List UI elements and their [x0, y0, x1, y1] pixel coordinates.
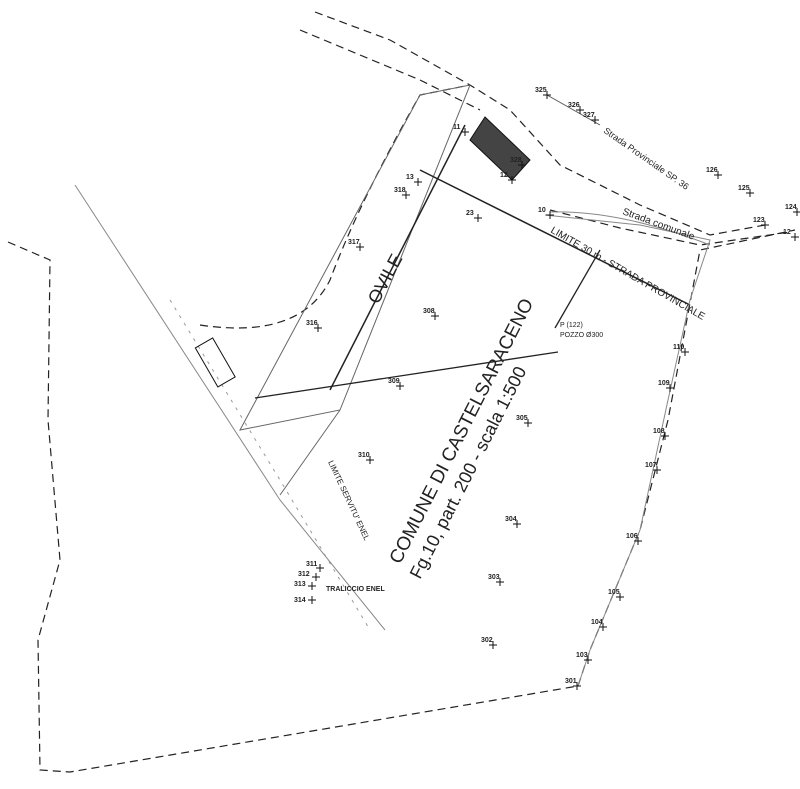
- survey-point-marker: [489, 641, 497, 649]
- traliccio-label: TRALICCIO ENEL: [326, 586, 385, 593]
- survey-point-marker: [546, 211, 554, 219]
- survey-point-marker: [356, 243, 364, 251]
- survey-point-marker: [746, 189, 754, 197]
- survey-point-marker: [431, 312, 439, 320]
- comune-label: COMUNE DI CASTELSARACENO: [386, 295, 538, 567]
- survey-point-marker: [791, 233, 799, 241]
- survey-point-label: 304: [505, 516, 517, 523]
- traliccio-structure: [194, 337, 236, 388]
- survey-point-label: 312: [298, 571, 310, 578]
- curved-boundary: [199, 84, 471, 329]
- survey-point-marker: [653, 466, 661, 474]
- survey-point-marker: [366, 456, 374, 464]
- survey-point-marker: [474, 214, 482, 222]
- survey-point-marker: [312, 573, 320, 581]
- survey-point-label: 103: [576, 652, 588, 659]
- survey-point-marker: [573, 682, 581, 690]
- survey-point-label: 305: [516, 415, 528, 422]
- survey-point-marker: [496, 578, 504, 586]
- survey-point-marker: [584, 656, 592, 664]
- survey-point-label: 317: [348, 239, 360, 246]
- survey-point-label: 123: [753, 217, 765, 224]
- limit-30m-label: LIMITE 30 m - STRADA PROVINCIALE: [549, 225, 707, 323]
- survey-point-label: 301: [565, 678, 577, 685]
- survey-point-marker: [513, 520, 521, 528]
- strada-comunale-line: [549, 211, 711, 246]
- survey-point-marker: [461, 128, 469, 136]
- survey-point-label: 106: [626, 533, 638, 540]
- survey-point-label: 327: [583, 112, 595, 119]
- survey-point-marker: [681, 348, 689, 356]
- survey-point-label: 104: [591, 619, 603, 626]
- survey-point-label: 10: [538, 207, 546, 214]
- survey-point-label: 125: [738, 185, 750, 192]
- limite-enel-label: LIMITE SERVITU' ENEL: [326, 459, 371, 542]
- section-line: [254, 351, 559, 399]
- ovile-inner-line: [329, 124, 466, 391]
- survey-point-label: 105: [608, 589, 620, 596]
- survey-point-label: 107: [645, 462, 657, 469]
- survey-point-label: 328: [510, 157, 522, 164]
- survey-point-label: 126: [706, 167, 718, 174]
- strada-provinciale-label: Strada Provinciale SP. 36: [602, 125, 691, 191]
- survey-point-marker: [508, 176, 516, 184]
- survey-point-label: 310: [358, 452, 370, 459]
- enel-easement-line-1: [74, 184, 386, 631]
- survey-point-marker: [308, 582, 316, 590]
- pozzo-label: POZZO Ø300: [560, 332, 603, 339]
- pozzo-line: [554, 249, 601, 329]
- survey-point-marker: [396, 382, 404, 390]
- east-boundary: [544, 214, 711, 687]
- survey-point-label: 23: [466, 210, 474, 217]
- ovile-label: OVILE: [364, 251, 407, 307]
- survey-point-marker: [314, 324, 322, 332]
- road-edge-lower: [299, 29, 791, 246]
- survey-point-label: 110: [673, 344, 684, 351]
- survey-point-label: 12: [500, 172, 508, 179]
- survey-point-marker: [761, 221, 769, 229]
- survey-point-label: 12: [783, 229, 791, 236]
- survey-point-label: 109: [658, 380, 670, 387]
- survey-point-marker: [316, 564, 324, 572]
- survey-point-label: 316: [306, 320, 318, 327]
- survey-point-label: 108: [653, 428, 665, 435]
- survey-point-marker: [518, 161, 526, 169]
- survey-point-label: 313: [294, 581, 306, 588]
- enel-easement-line-2: [169, 299, 371, 631]
- survey-point-label: 302: [481, 637, 493, 644]
- survey-point-marker: [308, 596, 316, 604]
- survey-point-label: 325: [535, 87, 547, 94]
- survey-point-label: 309: [388, 378, 400, 385]
- survey-point-label: 303: [488, 574, 500, 581]
- survey-point-label: 13: [406, 174, 414, 181]
- building: [469, 116, 531, 181]
- ovile-outline: [239, 84, 471, 496]
- survey-point-marker: [714, 171, 722, 179]
- survey-point-marker: [661, 432, 669, 440]
- survey-point-label: 314: [294, 597, 306, 604]
- survey-point-label: 326: [568, 102, 580, 109]
- survey-point-marker: [543, 91, 551, 99]
- survey-point-marker: [576, 106, 584, 114]
- survey-point-label: 311: [306, 561, 317, 568]
- survey-point-label: 318: [394, 187, 406, 194]
- survey-point-marker: [599, 623, 607, 631]
- survey-point-marker: [591, 116, 599, 124]
- boundary-lines: [7, 11, 796, 773]
- survey-point-marker: [524, 419, 532, 427]
- survey-point-label: 308: [423, 308, 435, 315]
- survey-point-label: 11: [453, 124, 461, 131]
- pozzo-p-label: P (122): [560, 322, 583, 329]
- limit-30m-line: [419, 169, 691, 306]
- survey-point-marker: [414, 178, 422, 186]
- property-boundary: [7, 229, 796, 773]
- survey-point-marker: [666, 384, 674, 392]
- road-edge-upper: [314, 11, 766, 236]
- survey-point-marker: [616, 593, 624, 601]
- survey-point-marker: [402, 191, 410, 199]
- survey-point-label: 124: [785, 204, 797, 211]
- survey-point-marker: [634, 537, 642, 545]
